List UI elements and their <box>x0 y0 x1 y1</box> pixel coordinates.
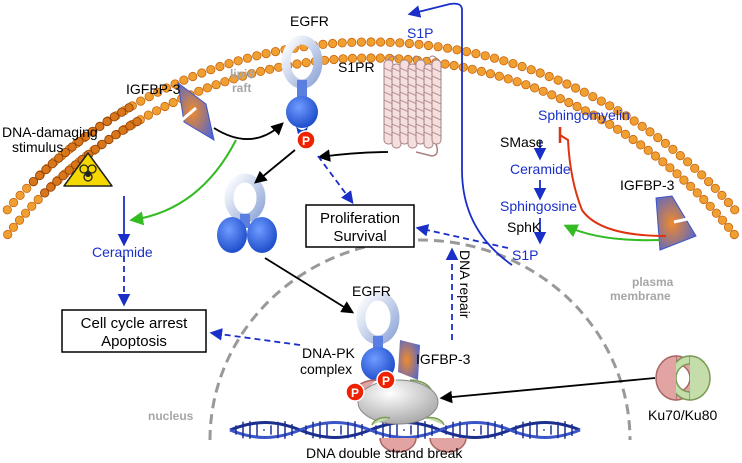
label-igfbp3-right: IGFBP-3 <box>620 177 675 193</box>
label-proliferation: Proliferation <box>320 210 400 227</box>
label-s1p-top: S1P <box>407 25 433 41</box>
label-s1p-bottom: S1P <box>512 247 538 263</box>
label-sphingosine: Sphingosine <box>500 198 577 214</box>
label-dsb: DNA double strand break <box>306 445 463 461</box>
label-sphingomyelin: Sphingomyelin <box>538 107 630 123</box>
label-nucleus: nucleus <box>148 409 194 423</box>
arrow-egfr-internalise <box>254 149 296 184</box>
label-dna-damaging: DNA-damaging <box>2 124 98 140</box>
label-sphk: SphK <box>507 219 542 235</box>
label-smase: SMase <box>500 134 544 150</box>
label-ku70-ku80: Ku70/Ku80 <box>648 407 717 423</box>
label-lipid: lipid <box>230 67 255 81</box>
label-igfbp3-left: IGFBP-3 <box>126 81 181 97</box>
igfbp3-left <box>177 81 215 142</box>
ku-dna-binding <box>371 416 467 453</box>
cell-cycle-box <box>61 309 207 353</box>
egfr-membrane <box>281 35 323 134</box>
arrow-s1p-export <box>407 2 513 266</box>
phosphate-icon: P <box>376 370 396 390</box>
label-ceramide-right: Ceramide <box>510 161 571 177</box>
label-survival: Survival <box>333 228 386 245</box>
arrow-egfr-proliferation <box>317 155 354 205</box>
arrow-s1p-proliferation <box>415 224 509 249</box>
label-egfr-nuclear: EGFR <box>352 283 391 299</box>
arrow-dnapk-cellcycle <box>209 328 301 346</box>
arrow-green-left <box>129 139 237 226</box>
biohazard-icon <box>63 152 113 187</box>
label-membrane: membrane <box>610 289 671 303</box>
label-igfbp3-nuclear: IGFBP-3 <box>416 351 471 367</box>
egfr-cytoplasm-2 <box>217 217 277 253</box>
arrow-igfbp3-egfr <box>213 122 284 140</box>
egfr-cytoplasm-1 <box>224 173 266 228</box>
phosphate-icon: P <box>345 382 365 402</box>
igfbp3-nuclear <box>398 340 420 380</box>
s1pr-receptor <box>383 55 442 157</box>
label-s1pr: S1PR <box>338 59 375 75</box>
egfr-nuclear <box>356 291 400 381</box>
label-dnapk: DNA-PK <box>302 345 356 361</box>
label-plasma: plasma <box>632 275 674 289</box>
inhibition-red <box>559 134 667 237</box>
svg-text:P: P <box>351 386 359 400</box>
arrow-ku-dnapk <box>439 377 656 404</box>
label-ceramide-left: Ceramide <box>92 244 153 260</box>
label-dna-repair: DNA repair <box>457 250 473 319</box>
phospho-label: P <box>302 134 310 148</box>
svg-text:P: P <box>382 374 390 388</box>
proliferation-box <box>305 204 415 248</box>
dnapk-complex <box>357 379 439 425</box>
phosphate-icon: P <box>296 130 316 150</box>
label-stimulus: stimulus <box>12 139 63 155</box>
plasma-membrane <box>2 37 740 240</box>
label-complex: complex <box>300 361 352 377</box>
arrow-to-nucleus <box>264 257 355 314</box>
nuclear-envelope <box>208 238 632 441</box>
arrow-s1pr-egfr <box>317 149 389 162</box>
ku70-ku80 <box>655 355 711 401</box>
label-apoptosis: Apoptosis <box>101 333 167 350</box>
igfbp3-right <box>655 195 697 251</box>
label-egfr-top: EGFR <box>290 13 329 29</box>
arrow-green-right <box>563 224 661 242</box>
label-raft: raft <box>232 81 251 95</box>
label-cell-cycle: Cell cycle arrest <box>81 315 189 332</box>
